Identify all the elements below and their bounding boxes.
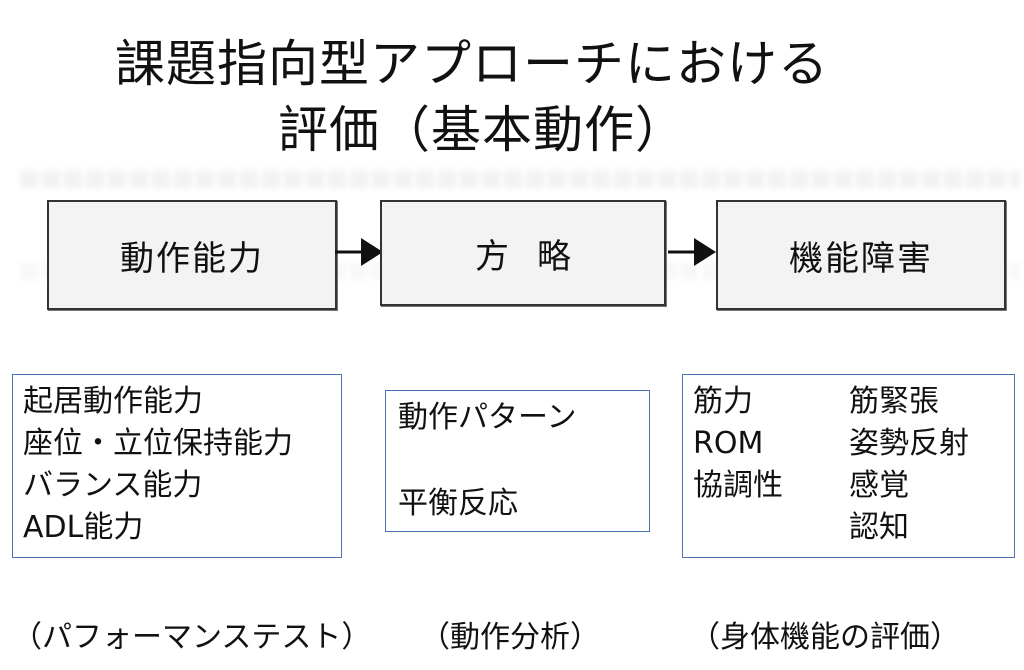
impairment-column-right: 筋緊張 姿勢反射 感覚 認知 — [849, 381, 969, 549]
list-item: 感覚 — [849, 468, 909, 503]
list-item: 起居動作能力 — [23, 384, 203, 419]
impairment-list: 筋力 ROM 協調性 筋緊張 姿勢反射 感覚 認知 — [682, 374, 1015, 558]
list-item: ADL能力 — [23, 510, 144, 545]
list-item: 協調性 — [693, 468, 783, 503]
list-item: 筋力 — [693, 384, 753, 419]
list-item: バランス能力 — [23, 468, 203, 503]
caption-body-function-eval: （身体機能の評価） — [690, 620, 960, 655]
list-item: 座位・立位保持能力 — [23, 426, 293, 461]
list-item: 認知 — [849, 510, 909, 545]
caption-performance-test: （パフォーマンステスト） — [12, 620, 372, 655]
spacer — [398, 439, 637, 483]
page-title-line1: 課題指向型アプローチにおける — [115, 35, 829, 93]
list-item: ROM — [693, 426, 764, 461]
scan-artifact-band — [20, 170, 1020, 188]
impairment-column-left: 筋力 ROM 協調性 — [693, 381, 783, 507]
strategy-list: 動作パターン 平衡反応 — [385, 390, 650, 532]
page-title-line2: 評価（基本動作） — [278, 101, 686, 159]
list-item: 動作パターン — [398, 400, 577, 435]
list-item: 筋緊張 — [849, 384, 939, 419]
flow-box-strategy: 方略 — [380, 200, 666, 306]
flow-box-impairment: 機能障害 — [716, 200, 1006, 310]
caption-motion-analysis: （動作分析） — [420, 620, 600, 655]
motor-ability-list: 起居動作能力 座位・立位保持能力 バランス能力 ADL能力 — [12, 374, 342, 558]
flow-box-motor-ability: 動作能力 — [47, 200, 337, 310]
arrow-right-icon — [335, 238, 383, 266]
list-item: 平衡反応 — [398, 486, 518, 521]
arrow-right-icon — [668, 238, 716, 266]
list-item: 姿勢反射 — [849, 426, 969, 461]
